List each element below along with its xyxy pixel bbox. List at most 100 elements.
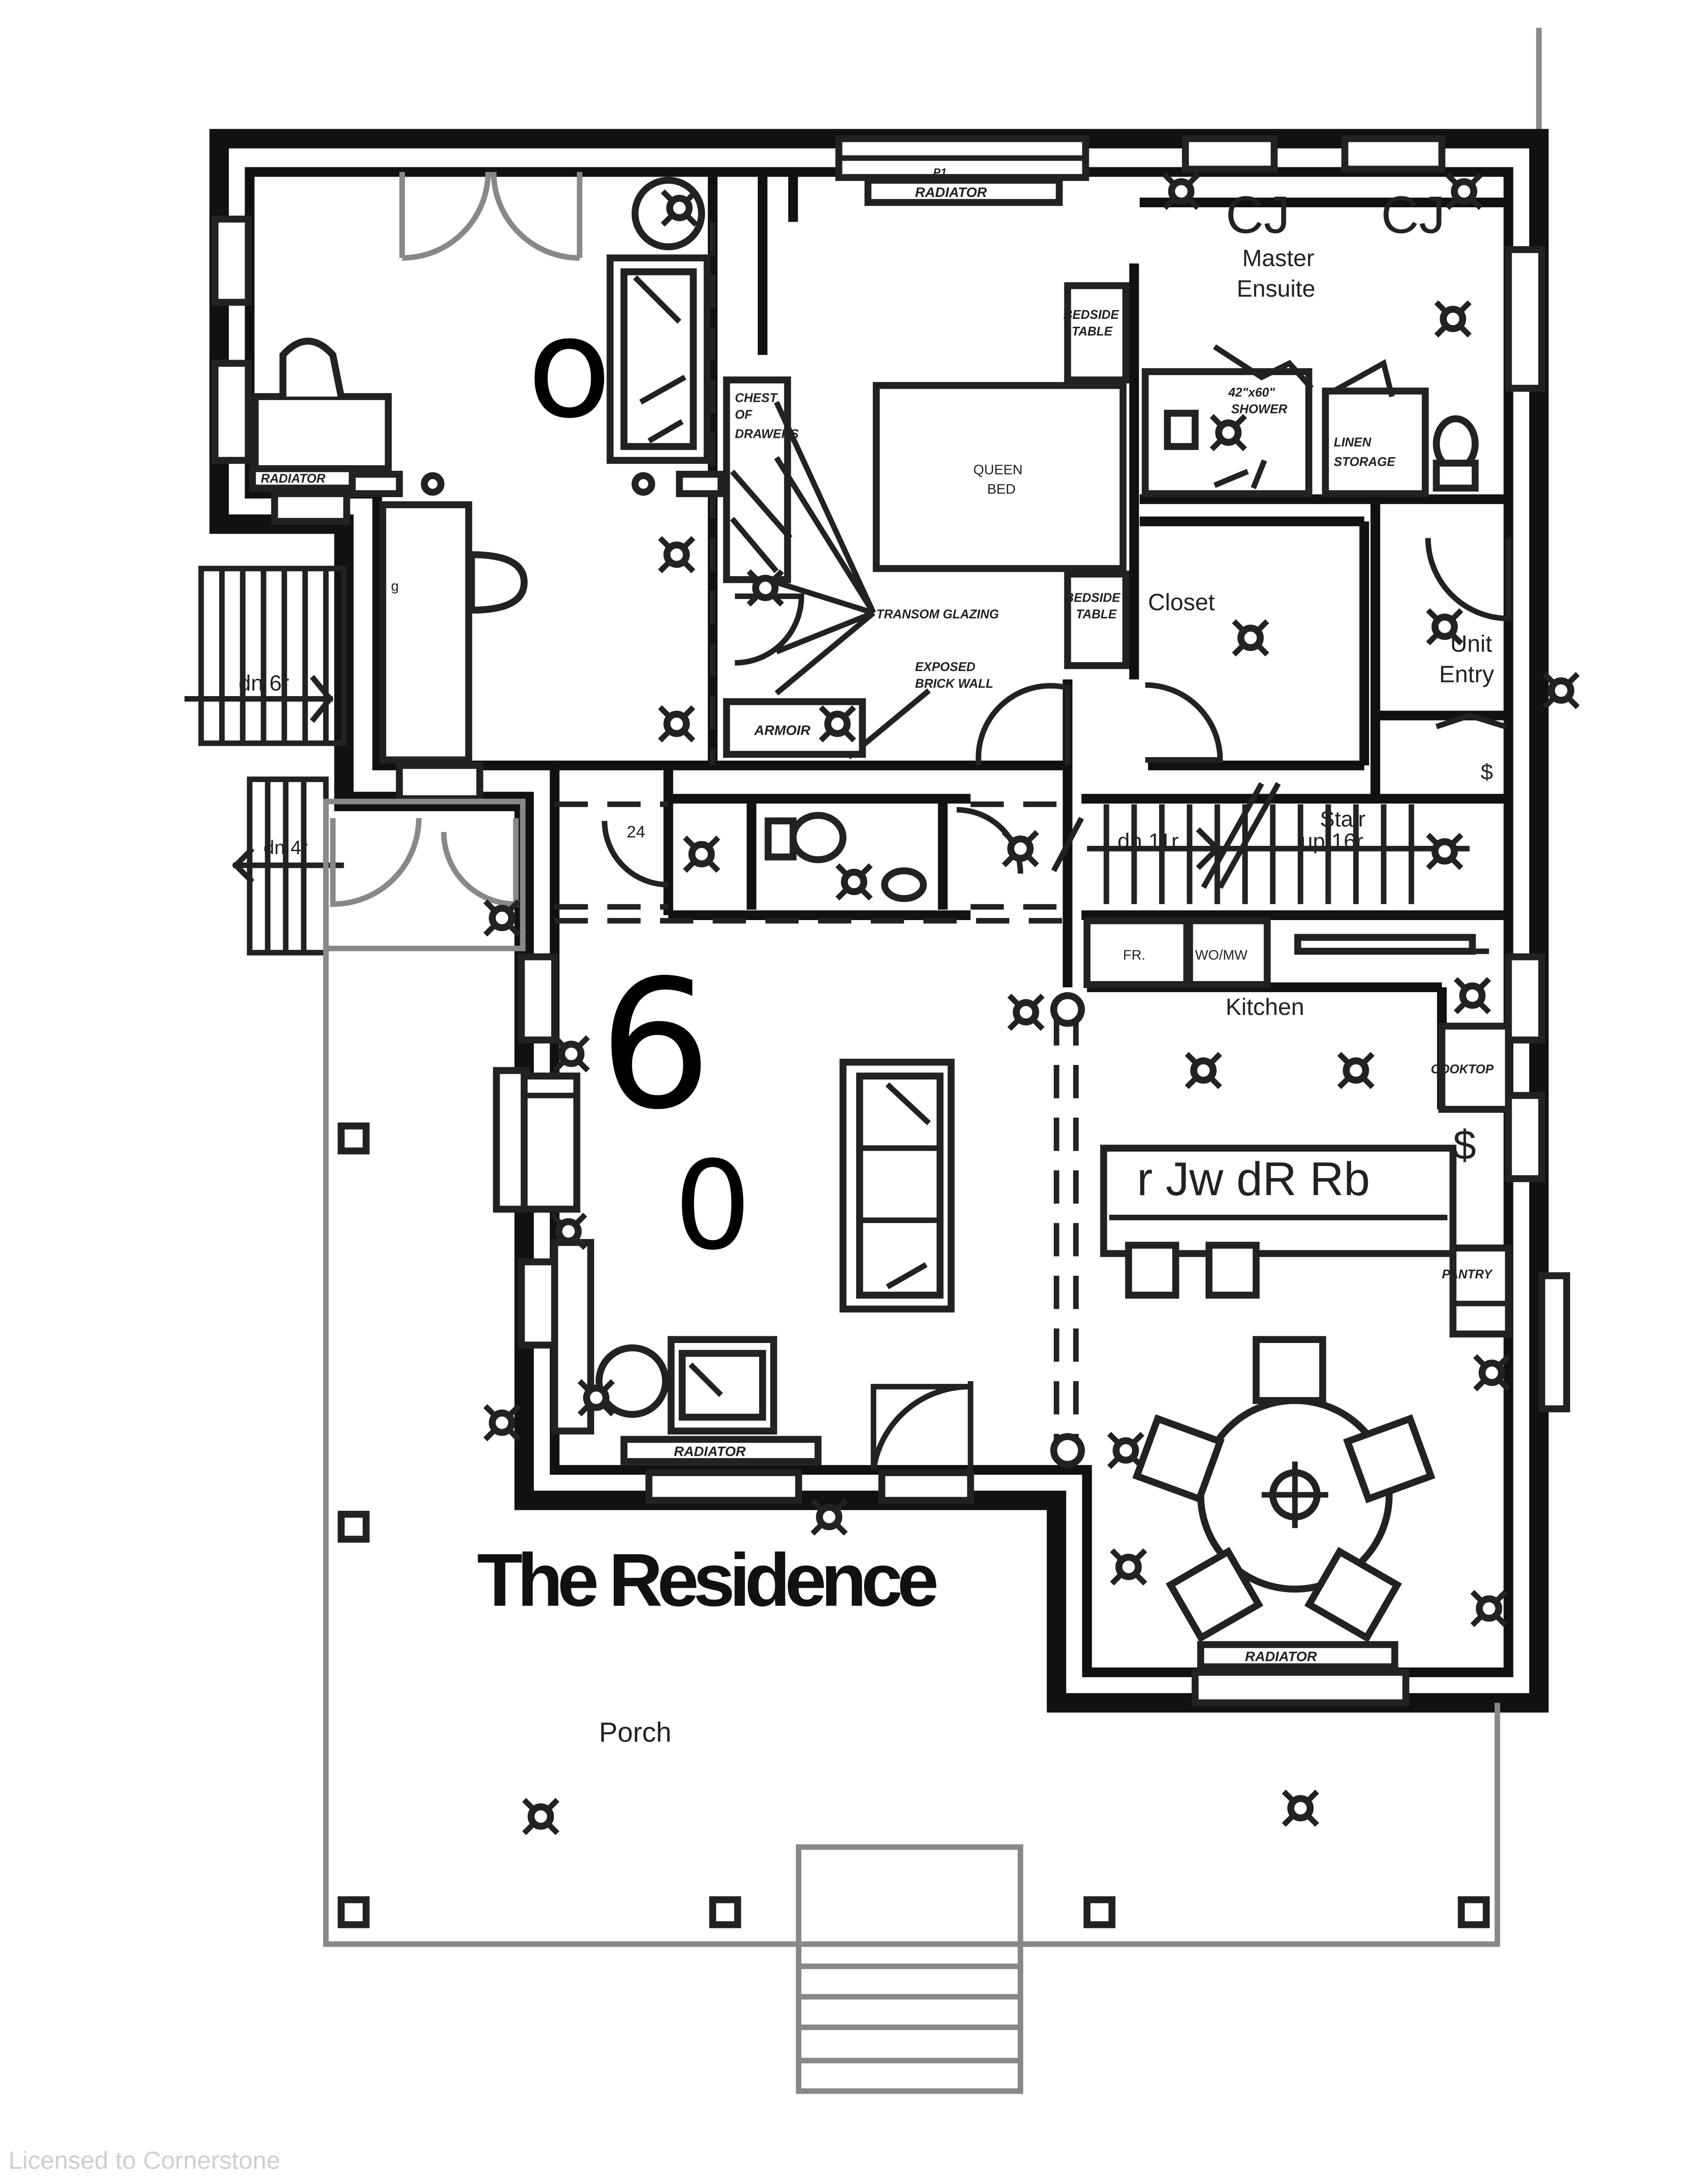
queen-bed xyxy=(872,382,1127,572)
light-fixture-icon xyxy=(835,863,873,901)
room-kitchen: Kitchen xyxy=(1225,994,1304,1020)
room-closet: Closet xyxy=(1148,589,1215,615)
p1-mark: P1 xyxy=(933,166,947,179)
big-mark-6: 6 xyxy=(599,942,712,1149)
bedside-bottom-1: BEDSIDE xyxy=(1065,591,1120,605)
bed-label-2: BED xyxy=(987,481,1016,497)
bed-label-1: QUEEN xyxy=(973,462,1023,477)
labels: o 6 0 CJ CJ Master Ensuite Closet Unit E… xyxy=(8,166,1494,2174)
bedroom-sofa xyxy=(606,254,711,464)
cooktop-label: COOKTOP xyxy=(1431,1062,1494,1076)
cj-mark-1: CJ xyxy=(1225,185,1290,244)
room-ensuite: Ensuite xyxy=(1237,276,1315,302)
dollar-mark-2: $ xyxy=(1481,759,1493,784)
light-fixture-icon xyxy=(1185,1052,1222,1089)
stair-b xyxy=(232,776,526,956)
columns xyxy=(1050,992,1085,1468)
fireplace xyxy=(520,1072,594,1435)
ensuite-fixtures xyxy=(1142,344,1479,497)
light-fixture-icon xyxy=(1110,1548,1147,1586)
dim-24: 24 xyxy=(627,823,645,841)
room-stair: Stair xyxy=(1320,806,1365,831)
brick-label-1: EXPOSED xyxy=(915,660,975,674)
light-fixture-icon xyxy=(1542,672,1580,709)
shower-label-1: 42"x60" xyxy=(1228,386,1275,400)
armoir-label: ARMOIR xyxy=(754,722,811,738)
radiators xyxy=(249,177,1398,1671)
chest-label-2: OF xyxy=(735,408,753,422)
light-fixture-icon xyxy=(746,569,784,607)
light-fixture-icon xyxy=(577,1379,615,1417)
fridge-label: FR. xyxy=(1123,947,1146,963)
light-fixture-icon xyxy=(1434,300,1472,338)
light-fixture-icon xyxy=(1232,619,1269,657)
light-fixture-icon xyxy=(661,189,698,227)
porch-outline xyxy=(323,948,1500,1947)
light-fixture-icon xyxy=(550,1213,587,1250)
bedside-bottom-2: TABLE xyxy=(1076,607,1117,621)
light-fixture-icon xyxy=(483,1404,521,1441)
kitchen-appliances xyxy=(1083,917,1512,1338)
side-table xyxy=(595,1344,669,1418)
radiator-living-label: RADIATOR xyxy=(674,1443,746,1459)
stair-a xyxy=(184,566,347,746)
light-fixture-icon xyxy=(1210,414,1247,451)
chest-label-3: DRAWERS xyxy=(735,427,799,441)
washer-label: WO/MW xyxy=(1195,947,1247,963)
linen-label-2: STORAGE xyxy=(1334,455,1396,469)
transom-label: TRANSOM GLAZING xyxy=(876,607,999,621)
light-fixture-icon xyxy=(552,1035,590,1073)
stair-up: up 16r xyxy=(1301,828,1363,853)
bath-fixtures xyxy=(764,812,927,902)
light-fixture-icon xyxy=(683,835,721,873)
pantry-label: PANTRY xyxy=(1442,1267,1493,1282)
dining-table xyxy=(1132,1336,1436,1643)
page-title: The Residence xyxy=(477,1538,936,1622)
shower-label-2: SHOWER xyxy=(1231,402,1287,416)
stair-dn-11r: dn 11r xyxy=(1117,828,1178,853)
garbled-text: r Jw dR Rb xyxy=(1137,1153,1370,1206)
light-fixture-icon xyxy=(1445,173,1483,210)
bedside-table-bottom xyxy=(1064,570,1130,669)
stair-dn-6r: dn 6r xyxy=(238,670,289,695)
stair-dn-4r: dn 4r xyxy=(263,837,308,859)
windows xyxy=(211,135,1571,1707)
chest-label-1: CHEST xyxy=(735,391,778,405)
light-fixture-icon xyxy=(1426,833,1463,870)
brick-label-2: BRICK WALL xyxy=(915,677,993,691)
light-fixture-icon xyxy=(483,899,521,937)
bedside-top-1: BEDSIDE xyxy=(1063,308,1119,322)
room-master: Master xyxy=(1242,245,1314,271)
light-fixture-icon xyxy=(658,536,695,574)
room-porch: Porch xyxy=(599,1717,671,1748)
light-fixture-icon xyxy=(1007,993,1045,1031)
radiator-dining-label: RADIATOR xyxy=(1245,1649,1317,1664)
light-fixture-icon xyxy=(1337,1052,1375,1089)
light-fixture-icon xyxy=(1163,173,1200,210)
light-fixture-icon xyxy=(1002,830,1039,867)
bedside-table-top xyxy=(1064,282,1130,384)
light-fixture-icon xyxy=(819,705,856,743)
light-fixtures xyxy=(483,173,1580,1835)
light-fixture-icon xyxy=(1282,1789,1319,1827)
chaise xyxy=(379,501,528,764)
light-fixture-icon xyxy=(658,705,695,743)
light-fixture-icon xyxy=(811,1498,848,1536)
radiator-top-label: RADIATOR xyxy=(915,184,987,200)
cj-mark-2: CJ xyxy=(1381,185,1445,244)
stair-c xyxy=(1051,782,1470,904)
light-fixture-icon xyxy=(1454,977,1491,1014)
room-unit: Unit xyxy=(1450,631,1492,657)
doors xyxy=(330,172,1511,1470)
g-mark: g xyxy=(391,578,399,594)
big-mark-0: 0 xyxy=(674,1135,752,1277)
watermark: Licensed to Cornerstone xyxy=(8,2147,280,2174)
light-fixture-icon xyxy=(1107,1432,1145,1469)
radiator-bedroom-label: RADIATOR xyxy=(261,472,326,486)
light-fixture-icon xyxy=(1473,1354,1511,1392)
porch-steps xyxy=(796,1844,1023,2094)
light-fixture-icon xyxy=(1470,1590,1508,1628)
light-fixture-icon xyxy=(522,1798,560,1835)
big-mark-o: o xyxy=(527,288,612,449)
